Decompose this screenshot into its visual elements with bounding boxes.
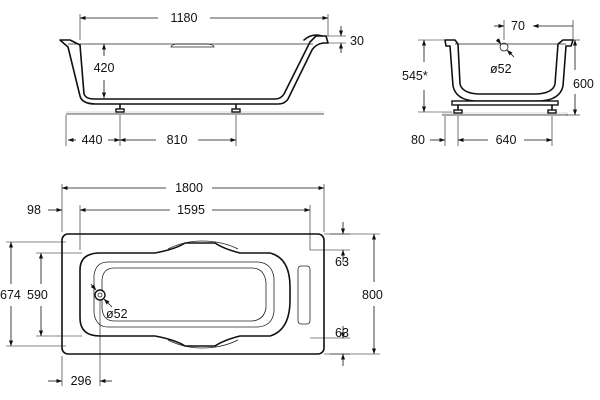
- plan-overall-width-label: 800: [362, 288, 383, 302]
- side-handle-slot: [170, 43, 215, 48]
- end-overflow-offset-label: 70: [511, 19, 525, 33]
- end-overflow-diameter-label: ø52: [490, 62, 512, 76]
- plan-handle-top: [167, 240, 239, 250]
- side-floor-line: [66, 111, 324, 114]
- plan-drain-offset-label: 296: [71, 374, 92, 388]
- end-adjustable-height-label: 545*: [402, 69, 428, 83]
- plan-headrest: [297, 265, 311, 325]
- side-top-length-label: 1180: [171, 11, 198, 25]
- side-rim-height-label: 30: [350, 34, 364, 48]
- side-view: 1180 30 420 440 810: [59, 11, 364, 147]
- plan-view: 1800 1595 98 63 63 800 674: [0, 181, 383, 388]
- plan-basin-floor: [93, 261, 275, 328]
- side-leg-right: [231, 103, 241, 113]
- plan-outer-depth-label: 674: [0, 288, 21, 302]
- plan-handle-inset-top-label: 63: [335, 255, 349, 269]
- plan-drain: [94, 289, 106, 301]
- plan-handle-bottom: [167, 339, 239, 349]
- side-tub-outline: [59, 35, 329, 105]
- end-leg-offset-label: 80: [411, 133, 425, 147]
- end-leg-width-label: 640: [496, 133, 517, 147]
- plan-drain-diameter-label: ø52: [106, 307, 128, 321]
- side-leg-spacing-label: 810: [167, 133, 188, 147]
- side-overflow-knob: [303, 34, 323, 41]
- side-leg-left: [115, 103, 125, 113]
- plan-end-offset-label: 98: [27, 203, 41, 217]
- plan-basin-outline: [79, 242, 291, 347]
- plan-inner-length-label: 1595: [177, 203, 205, 217]
- end-overflow-circle: [499, 42, 509, 52]
- plan-overall-length-label: 1800: [175, 181, 203, 195]
- end-view: 70 ø52 545* 600 80 640: [402, 19, 594, 147]
- side-leg-offset-label: 440: [82, 133, 103, 147]
- side-depth-label: 420: [94, 61, 115, 75]
- end-total-height-label: 600: [573, 77, 594, 91]
- plan-outer-rim: [61, 233, 325, 355]
- end-base-frame: [451, 100, 559, 106]
- plan-inner-width-label: 590: [27, 288, 48, 302]
- plan-handle-inset-bottom-label: 63: [335, 326, 349, 340]
